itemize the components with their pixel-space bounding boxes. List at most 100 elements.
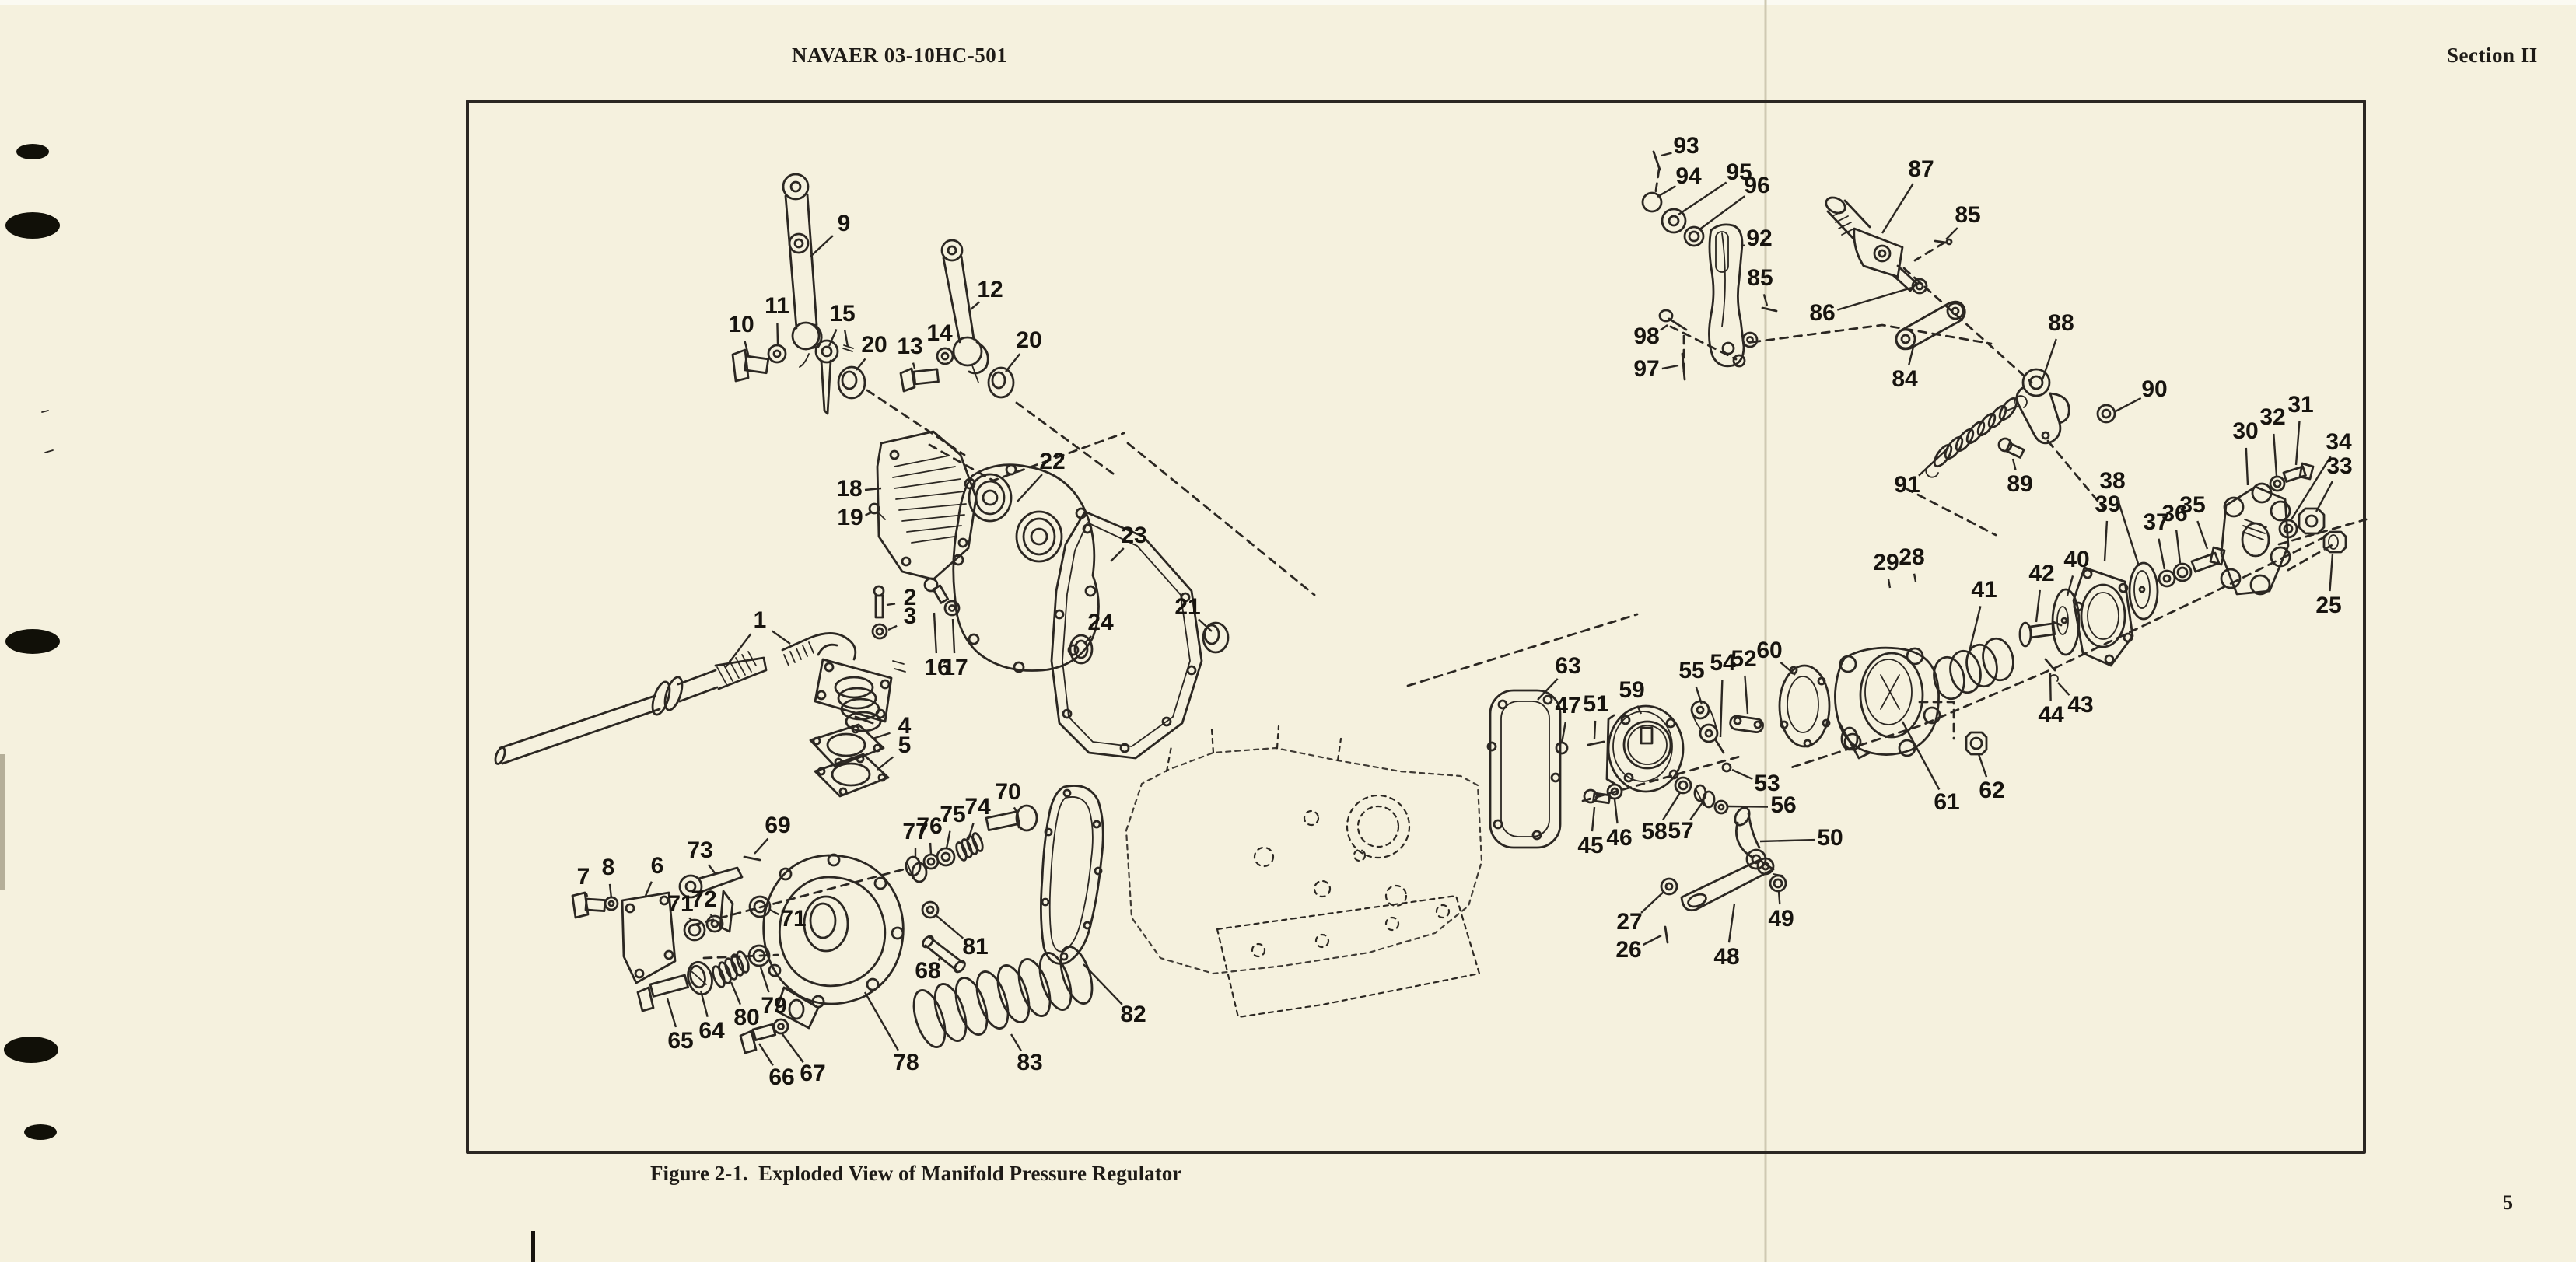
svg-text:73: 73 (687, 837, 712, 863)
callout-29: 29 (1873, 550, 1899, 589)
callout-5: 5 (877, 732, 912, 771)
bolt-13 (899, 367, 940, 393)
callout-11: 11 (765, 293, 789, 344)
callout-90: 90 (2113, 376, 2168, 414)
svg-text:44: 44 (2038, 702, 2064, 728)
callout-85: 85 (1747, 265, 1773, 306)
callout-74: 74 (964, 794, 991, 841)
svg-text:95: 95 (1726, 159, 1752, 185)
callout-3: 3 (887, 603, 916, 631)
callout-78: 78 (863, 991, 919, 1075)
svg-text:25: 25 (2315, 593, 2341, 618)
svg-text:20: 20 (861, 332, 887, 358)
gasket-5 (814, 753, 890, 798)
washer-27 (1660, 877, 1678, 896)
scan-artifacts (0, 0, 1767, 1262)
screw-89 (1997, 437, 2025, 459)
pin-51 (1587, 740, 1605, 746)
svg-text:43: 43 (2067, 692, 2093, 718)
washer-46 (1606, 783, 1623, 800)
callout-10: 10 (728, 312, 754, 355)
callout-45: 45 (1577, 806, 1604, 858)
washer-34 (2278, 519, 2298, 539)
callout-59: 59 (1619, 677, 1645, 715)
svg-text:5: 5 (898, 732, 912, 758)
screw-2 (873, 585, 885, 619)
callout-14: 14 (926, 320, 953, 349)
svg-text:8: 8 (602, 855, 615, 880)
svg-text:11: 11 (765, 293, 789, 319)
svg-text:28: 28 (1899, 544, 1924, 570)
callout-19: 19 (837, 505, 872, 530)
svg-text:52: 52 (1731, 646, 1756, 672)
svg-text:37: 37 (2143, 509, 2168, 535)
svg-text:50: 50 (1817, 825, 1843, 851)
bolt-35 (2190, 546, 2226, 573)
pin-93 (1652, 150, 1661, 171)
svg-text:39: 39 (2095, 491, 2120, 517)
svg-text:15: 15 (829, 301, 855, 327)
bolt-65 (636, 974, 689, 1012)
callout-15: 15 (828, 301, 856, 348)
callout-66: 66 (758, 1043, 795, 1090)
lever-assembly-9 (782, 173, 823, 368)
ring-38 (2128, 561, 2159, 621)
svg-text:75: 75 (940, 802, 965, 827)
callout-22: 22 (1017, 449, 1066, 502)
svg-text:64: 64 (698, 1018, 725, 1044)
spring-80 (712, 950, 750, 988)
callout-47: 47 (1555, 693, 1581, 744)
bearing-housing-61 (1834, 646, 1941, 760)
callout-17: 17 (942, 618, 968, 680)
svg-text:91: 91 (1894, 472, 1920, 498)
callout-82: 82 (1083, 963, 1146, 1027)
callout-13: 13 (897, 334, 923, 369)
callout-23: 23 (1110, 523, 1147, 562)
callout-65: 65 (666, 998, 694, 1054)
svg-text:66: 66 (768, 1064, 794, 1090)
pin-68 (922, 935, 966, 974)
callout-92: 92 (1740, 225, 1773, 251)
svg-text:94: 94 (1675, 163, 1702, 189)
callout-31: 31 (2287, 392, 2314, 466)
svg-text:23: 23 (1121, 523, 1146, 548)
washer-32 (2269, 475, 2286, 492)
pin-54 (1714, 739, 1725, 754)
svg-text:51: 51 (1583, 691, 1608, 717)
svg-text:82: 82 (1120, 1002, 1146, 1027)
callout-54: 54 (1710, 650, 1736, 738)
screw-16 (923, 577, 950, 604)
svg-text:1: 1 (754, 607, 767, 633)
svg-text:30: 30 (2232, 418, 2258, 444)
washer-8 (604, 896, 619, 911)
svg-text:67: 67 (800, 1061, 825, 1086)
cover-plate-6 (621, 891, 677, 984)
spring-41 (1933, 637, 2014, 701)
callout-20: 20 (1005, 327, 1042, 372)
svg-text:88: 88 (2048, 310, 2074, 336)
svg-text:14: 14 (926, 320, 953, 346)
callout-67: 67 (782, 1033, 826, 1086)
page-number: 5 (2503, 1191, 2513, 1214)
plug-21 (1202, 621, 1230, 654)
callout-57: 57 (1668, 802, 1703, 844)
callout-95: 95 (1678, 159, 1752, 215)
callout-39: 39 (2095, 491, 2121, 562)
washer-90 (2096, 404, 2116, 424)
svg-text:34: 34 (2326, 429, 2352, 455)
svg-text:80: 80 (733, 1005, 759, 1030)
instruction-plate-18 (876, 430, 978, 581)
callout-21: 21 (1174, 594, 1213, 632)
washer-11 (767, 344, 787, 364)
callout-80: 80 (730, 981, 760, 1030)
bolt-70 (985, 804, 1038, 832)
svg-text:93: 93 (1673, 133, 1699, 159)
washer-67 (772, 1018, 789, 1035)
gasket-63 (1486, 689, 1562, 849)
callout-79: 79 (759, 967, 787, 1019)
callout-77: 77 (902, 819, 929, 858)
bushing-20-left (837, 365, 866, 400)
callout-83: 83 (1010, 1033, 1043, 1075)
